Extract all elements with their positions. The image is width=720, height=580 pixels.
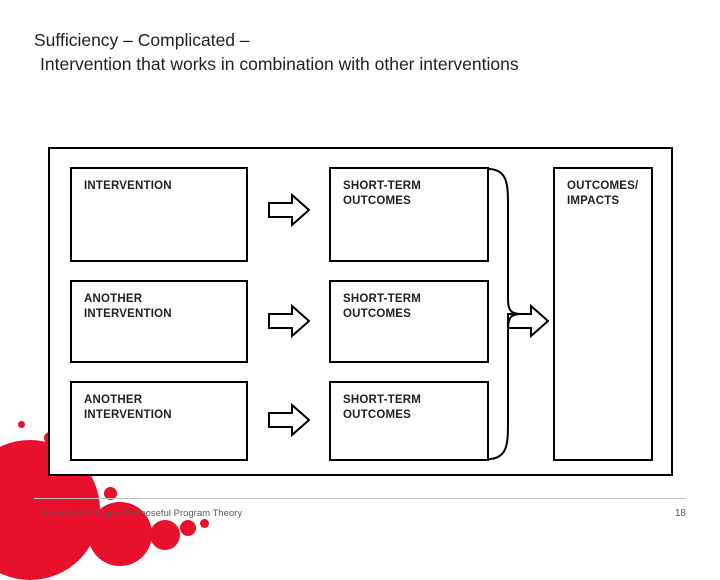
logic-model-diagram: INTERVENTION SHORT-TERM OUTCOMES OUTCOME…	[48, 147, 673, 476]
footer-divider	[34, 498, 686, 499]
arrow-right-icon	[268, 304, 310, 338]
arrow-right-icon	[507, 304, 549, 338]
box-label: SHORT-TERM OUTCOMES	[343, 180, 422, 207]
box-label: INTERVENTION	[84, 180, 172, 192]
slide-title: Sufficiency – Complicated – Intervention…	[34, 28, 694, 76]
box-short-term-outcomes-3: SHORT-TERM OUTCOMES	[329, 381, 489, 461]
box-label: ANOTHER INTERVENTION	[84, 394, 172, 421]
box-label: SHORT-TERM OUTCOMES	[343, 394, 422, 421]
arrow-right-icon	[268, 403, 310, 437]
title-line-1: Sufficiency – Complicated –	[34, 30, 250, 50]
box-label: SHORT-TERM OUTCOMES	[343, 293, 422, 320]
box-short-term-outcomes-1: SHORT-TERM OUTCOMES	[329, 167, 489, 262]
box-label: OUTCOMES/ IMPACTS	[567, 180, 639, 207]
box-outcomes-impacts: OUTCOMES/ IMPACTS	[553, 167, 653, 461]
box-short-term-outcomes-2: SHORT-TERM OUTCOMES	[329, 280, 489, 363]
box-intervention-1: INTERVENTION	[70, 167, 248, 262]
box-intervention-2: ANOTHER INTERVENTION	[70, 280, 248, 363]
page-number: 18	[674, 508, 686, 519]
grouping-brace-icon	[482, 167, 528, 461]
box-label: ANOTHER INTERVENTION	[84, 293, 172, 320]
slide-footer: Funnell and Rogers Purposeful Program Th…	[0, 498, 720, 540]
title-line-2: Intervention that works in combination w…	[40, 54, 519, 74]
footer-source: Funnell and Rogers Purposeful Program Th…	[40, 508, 243, 519]
arrow-right-icon	[268, 193, 310, 227]
box-intervention-3: ANOTHER INTERVENTION	[70, 381, 248, 461]
